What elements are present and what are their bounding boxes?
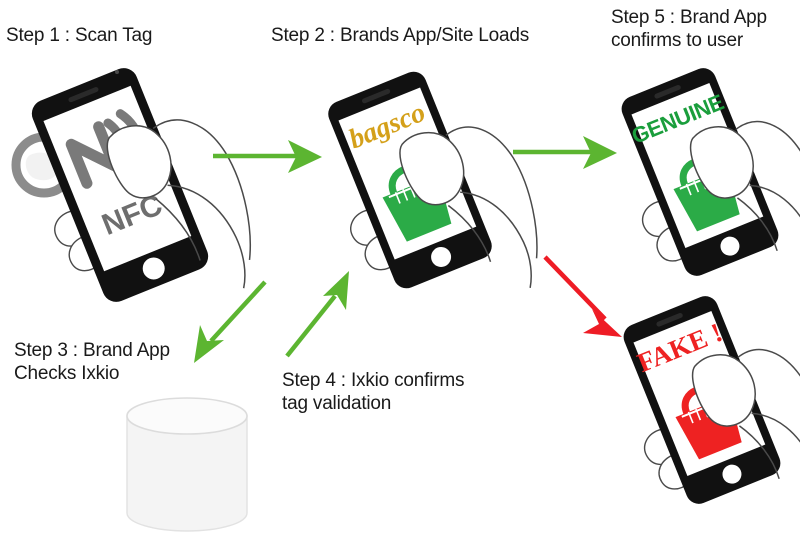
ixkio-database-cylinder [126,397,248,532]
step-4-label: Step 4 : Ixkio confirms tag validation [282,370,465,415]
hand-index-finger [106,125,172,199]
hand-outline [445,126,538,288]
arrow-database-to-brand [285,271,349,358]
phone-nfc-scan: NFC [11,68,251,302]
hand-index-finger [691,354,756,427]
hand-outline [735,120,800,277]
step-5-label: Step 5 : Brand App confirms to user [611,7,767,52]
arrow-brand-to-database [194,280,267,363]
arrow-brand-to-fake [543,255,622,337]
arrow-scan-to-brand [213,140,322,173]
stray-dot [115,70,119,74]
phone-result-genuine: GENUINE [621,68,800,277]
hand-index-finger [399,132,465,206]
arrow-brand-to-genuine [513,136,617,169]
hand-index-finger [689,126,754,199]
hand-left-fingers-back [641,200,687,262]
phone-result-fake: FAKE ! [623,296,800,505]
step-1-label: Step 1 : Scan Tag [6,25,153,46]
hand-outline [152,119,251,289]
phone-brand-app: bagsco [328,71,538,289]
step-3-label: Step 3 : Brand App Checks Ixkio [14,340,170,385]
hand-outline [737,348,800,505]
step-2-label: Step 2 : Brands App/Site Loads [271,25,530,46]
